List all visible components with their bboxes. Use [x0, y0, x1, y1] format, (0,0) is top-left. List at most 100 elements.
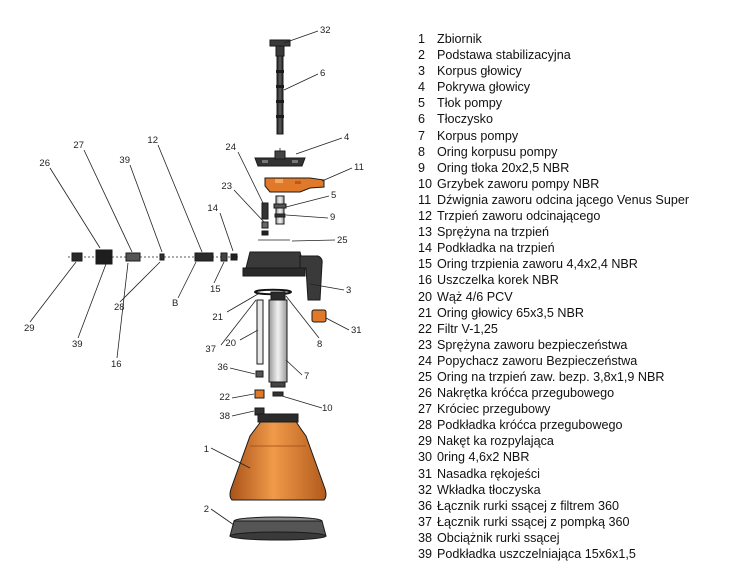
legend-number: 28: [418, 418, 433, 433]
legend-text: Króciec przegubowy: [437, 402, 551, 417]
legend-text: Korpus pompy: [437, 128, 519, 143]
legend-item: 28 Podkładka króćca przegubowego: [418, 417, 748, 433]
legend-number: 39: [418, 547, 433, 561]
legend-text: Obciążnik rurki ssącej: [437, 530, 560, 545]
legend-item: 21 Oring głowicy 65x3,5 NBR: [418, 305, 748, 321]
callout-2: 2: [204, 504, 209, 515]
callout-9: 9: [330, 212, 335, 223]
legend-item: 7 Korpus pompy: [418, 128, 748, 144]
callout-23: 23: [221, 181, 232, 192]
callout-labels: 32 6 4 11 24 5 23 9 25 14 12 39 27 26 15…: [24, 25, 364, 515]
legend-number: 7: [418, 128, 426, 143]
callout-11: 11: [354, 162, 364, 173]
callout-32: 32: [320, 25, 331, 36]
callout-7: 7: [304, 371, 309, 382]
legend-number: 14: [418, 241, 433, 256]
legend-number: 27: [418, 402, 433, 417]
legend-text: Korpus głowicy: [437, 64, 522, 79]
legend-text: Sprężyna na trzpień: [437, 225, 550, 240]
legend-number: 10: [418, 176, 433, 191]
legend-text: Uszczelka korek NBR: [437, 273, 559, 288]
legend-text: Popychacz zaworu Bezpieczeństwa: [437, 353, 638, 368]
callout-22: 22: [219, 392, 230, 403]
legend-item: 37 Łącznik rurki ssącej z pompką 360: [418, 514, 748, 530]
callout-16: 16: [111, 359, 122, 370]
legend-number: 2: [418, 48, 426, 63]
legend-number: 9: [418, 160, 426, 175]
callout-14: 14: [207, 203, 218, 214]
legend-item: 39 Podkładka uszczelniająca 15x6x1,5: [418, 546, 748, 562]
legend-text: Oring głowicy 65x3,5 NBR: [437, 305, 585, 320]
legend-text: Łącznik rurki ssącej z pompką 360: [437, 514, 630, 529]
legend-item: 15 Oring trzpienia zaworu 4,4x2,4 NBR: [418, 256, 748, 272]
legend-number: 20: [418, 289, 433, 304]
legend-text: Dźwignia zaworu odcina jącego Venus Supe…: [437, 192, 690, 207]
legend-number: 24: [418, 353, 433, 368]
callout-25: 25: [337, 235, 348, 246]
callout-27: 27: [73, 140, 84, 151]
callout-B: B: [172, 298, 178, 309]
callout-3: 3: [346, 285, 351, 296]
callout-21: 21: [212, 312, 223, 323]
callout-12: 12: [147, 135, 158, 146]
head-body: [242, 251, 323, 301]
legend-number: 21: [418, 305, 433, 320]
legend-number: 32: [418, 482, 433, 497]
legend-text: Oring trzpienia zaworu 4,4x2,4 NBR: [437, 257, 638, 272]
legend-number: 15: [418, 257, 433, 272]
legend-text: Podkładka króćca przegubowego: [437, 418, 623, 433]
legend-text: Podkładka uszczelniająca 15x6x1,5: [437, 547, 636, 561]
hose: [256, 299, 264, 365]
legend-text: Pokrywa głowicy: [437, 80, 531, 95]
piston-rod: [269, 39, 291, 135]
callout-36: 36: [217, 362, 228, 373]
legend-number: 37: [418, 514, 433, 529]
callout-31: 31: [351, 325, 362, 336]
legend-number: 36: [418, 498, 433, 513]
callout-5: 5: [331, 190, 336, 201]
legend-item: 27 Króciec przegubowy: [418, 401, 748, 417]
legend-item: 36 Łącznik rurki ssącej z filtrem 360: [418, 498, 748, 514]
tank: [229, 413, 327, 501]
head-cover: [254, 150, 306, 167]
nozzle-assembly: [68, 249, 240, 265]
legend-item: 2 Podstawa stabilizacyjna: [418, 47, 748, 63]
callout-39-bottom: 39: [72, 339, 83, 350]
legend-number: 31: [418, 466, 433, 481]
legend-text: Oring tłoka 20x2,5 NBR: [437, 160, 570, 175]
valve-mushroom: [272, 391, 284, 397]
callout-8: 8: [317, 339, 322, 350]
legend-number: 16: [418, 273, 433, 288]
callout-24: 24: [225, 142, 236, 153]
callout-20: 20: [225, 338, 236, 349]
legend-text: Łącznik rurki ssącej z filtrem 360: [437, 498, 619, 513]
legend-number: 38: [418, 530, 433, 545]
legend-number: 30: [418, 450, 433, 465]
legend-number: 8: [418, 144, 426, 159]
legend-text: Nakęt ka rozpylająca: [437, 434, 554, 449]
legend-number: 25: [418, 369, 433, 384]
callout-38: 38: [219, 411, 230, 422]
legend-number: 3: [418, 64, 426, 79]
legend-item: 9 Oring tłoka 20x2,5 NBR: [418, 160, 748, 176]
legend-number: 4: [418, 80, 426, 95]
legend-item: 4 Pokrywa głowicy: [418, 79, 748, 95]
pump-body: [268, 291, 288, 388]
stabilizing-base: [229, 516, 327, 541]
callout-15: 15: [210, 284, 221, 295]
legend-text: Podstawa stabilizacyjna: [437, 48, 571, 63]
legend-number: 12: [418, 209, 433, 224]
legend-text: Trzpień zaworu odcinającego: [437, 209, 601, 224]
legend-number: 1: [418, 32, 426, 46]
